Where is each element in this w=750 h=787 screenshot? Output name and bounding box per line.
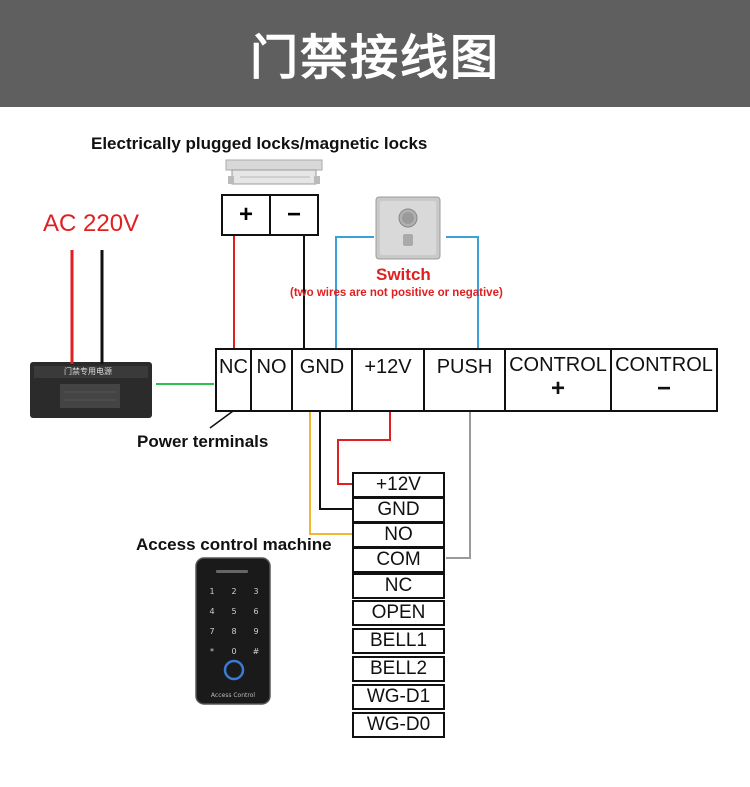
gnd-wire	[319, 412, 352, 510]
keypad-key: 2	[231, 587, 236, 596]
electric-lock-icon	[225, 159, 323, 185]
keypad-keys: 1 2 3 4 5 6 7 8 9 * 0 #	[209, 587, 259, 656]
page-title: 门禁接线图	[249, 30, 500, 86]
lock-minus-terminal: −	[286, 201, 301, 228]
access-terminal-com: COM	[352, 547, 445, 573]
keypad-key: 4	[209, 607, 214, 616]
no-wire	[309, 412, 352, 535]
power-supply-label: 门禁专用电源	[64, 366, 112, 376]
switch-note: (two wires are not positive or negative)	[290, 287, 503, 299]
terminal-12v: +12V	[351, 348, 425, 412]
exit-button-icon	[375, 196, 441, 260]
fingerprint-icon	[223, 659, 245, 681]
keypad-key: 7	[209, 627, 214, 636]
access-terminal-open: OPEN	[352, 600, 445, 626]
terminal-control-minus: CONTROL −	[610, 348, 718, 412]
access-terminal-gnd: GND	[352, 497, 445, 523]
lock-caption: Electrically plugged locks/magnetic lock…	[91, 134, 428, 153]
terminal-no: NO	[250, 348, 293, 412]
keypad-key: 3	[253, 587, 258, 596]
terminal-gnd: GND	[291, 348, 353, 412]
lock-plus-terminal: +	[223, 196, 271, 234]
access-terminal-no: NO	[352, 522, 445, 548]
title-banner: 门禁接线图	[0, 0, 750, 107]
switch-label: Switch	[376, 265, 431, 284]
access-terminal-12v: +12V	[352, 472, 445, 498]
access-terminal-bell1: BELL1	[352, 628, 445, 654]
keypad-brand: Access Control	[211, 692, 255, 699]
access-caption: Access control machine	[136, 535, 332, 554]
terminal-control-plus: CONTROL +	[504, 348, 612, 412]
ac-voltage-label: AC 220V	[43, 210, 140, 237]
access-terminal-bell2: BELL2	[352, 656, 445, 682]
keypad-key: 0	[231, 647, 236, 656]
push-com-wire	[446, 412, 471, 559]
keypad-key: #	[253, 647, 260, 656]
v12-wire	[337, 412, 391, 485]
keypad-key: 8	[231, 627, 236, 636]
terminal-nc: NC	[215, 348, 252, 412]
switch-wire-right	[446, 236, 479, 348]
keypad-key: *	[210, 647, 214, 656]
power-supply-icon	[30, 362, 152, 418]
access-keypad-icon	[195, 557, 271, 705]
keypad-key: 1	[209, 587, 214, 596]
power-terminals-label: Power terminals	[137, 432, 269, 451]
terminal-push: PUSH	[423, 348, 506, 412]
lock-terminal-block: + −	[221, 194, 319, 236]
keypad-key: 5	[231, 607, 236, 616]
keypad-key: 6	[253, 607, 258, 616]
access-terminal-nc: NC	[352, 573, 445, 599]
keypad-key: 9	[253, 627, 258, 636]
access-terminal-wg-d1: WG-D1	[352, 684, 445, 710]
access-terminal-wg-d0: WG-D0	[352, 712, 445, 738]
switch-wire-left	[335, 236, 374, 348]
